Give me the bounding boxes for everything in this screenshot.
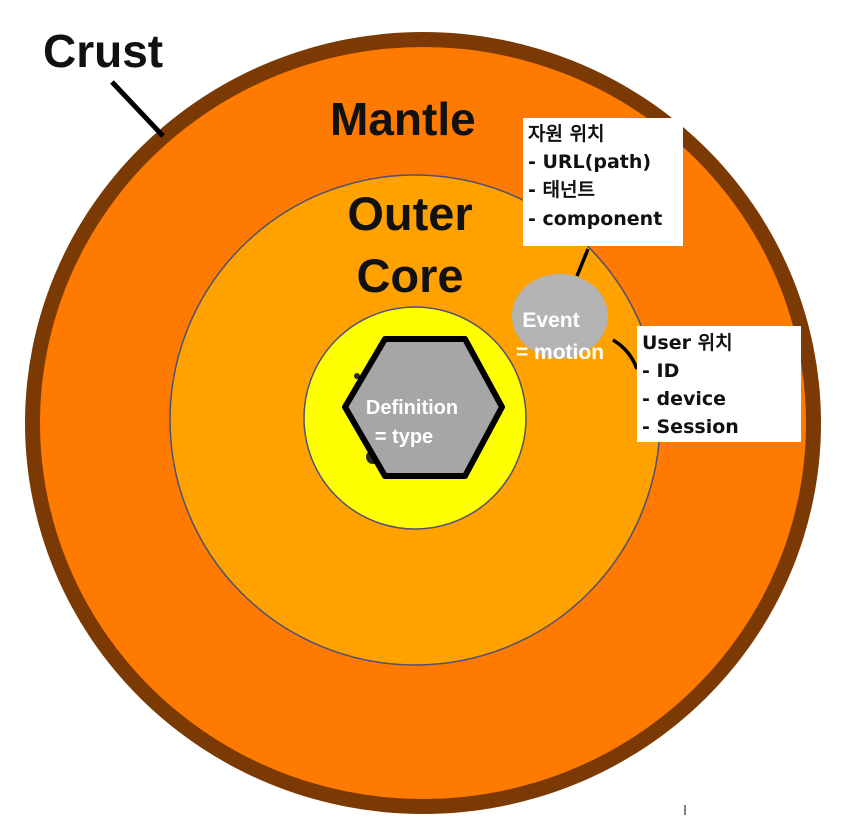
outer-core-label-line1: Outer bbox=[347, 187, 472, 240]
crust-pointer-line bbox=[110, 80, 165, 138]
definition-hexagon bbox=[342, 336, 505, 479]
resource-box-item: - 태넌트 bbox=[528, 179, 595, 201]
resource-box-item: - component bbox=[528, 208, 662, 230]
resource-box-background bbox=[523, 118, 683, 246]
mantle-label: Mantle bbox=[330, 93, 476, 145]
event-ellipse bbox=[512, 274, 608, 358]
user-pointer-line bbox=[612, 338, 639, 370]
user-box-item: - device bbox=[642, 388, 726, 410]
definition-type-label: = type bbox=[375, 426, 433, 448]
user-box-item: - Session bbox=[642, 416, 739, 438]
user-box-background bbox=[637, 326, 801, 442]
crust-label: Crust bbox=[43, 25, 163, 77]
inner-core-mark bbox=[354, 373, 360, 379]
event-label: Event bbox=[522, 309, 579, 332]
resource-location-box: 자원 위치 - URL(path) - 태넌트 - component bbox=[523, 118, 683, 246]
resource-box-title: 자원 위치 bbox=[528, 123, 605, 145]
resource-pointer-line bbox=[575, 248, 590, 277]
outer-core-label-line2: Core bbox=[356, 249, 463, 302]
user-box-item: - ID bbox=[642, 360, 679, 382]
definition-label: Definition bbox=[366, 397, 458, 419]
user-box-title: User 위치 bbox=[642, 332, 733, 354]
user-location-box: User 위치 - ID - device - Session bbox=[637, 326, 801, 442]
event-motion-label: = motion bbox=[516, 341, 604, 364]
resource-box-item: - URL(path) bbox=[528, 151, 651, 173]
